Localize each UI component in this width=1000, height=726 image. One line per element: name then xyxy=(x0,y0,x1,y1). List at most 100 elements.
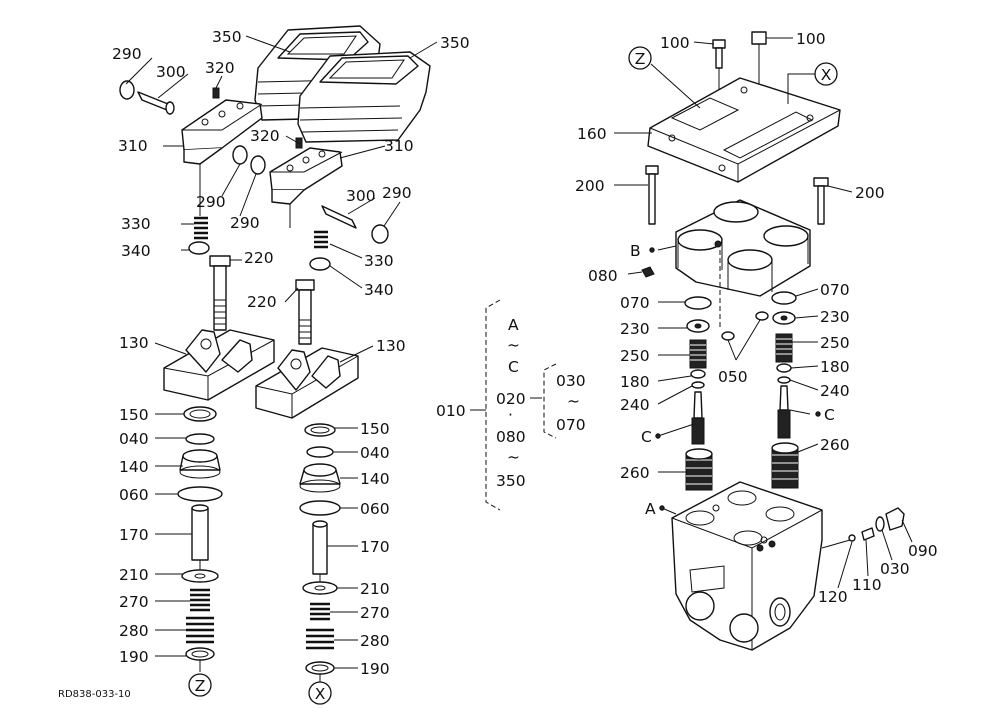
callout-270: 270 xyxy=(119,593,149,611)
key-020: 020 xyxy=(496,390,526,408)
body-B xyxy=(675,199,811,297)
bolt-220 xyxy=(295,279,315,291)
plunger-170 xyxy=(191,507,209,561)
key-range2-to: 350 xyxy=(496,472,526,490)
callout-C: C xyxy=(641,428,652,446)
callout-090: 090 xyxy=(908,542,938,560)
seat-190 xyxy=(185,647,215,661)
assembly-key-text: A ~ C 010 020 · 080 ~ 350 030 ~ 070 xyxy=(436,316,586,490)
seat-180 xyxy=(776,363,792,373)
key-range1-to: C xyxy=(508,358,519,376)
seal-150 xyxy=(304,423,336,437)
key-tilde: ~ xyxy=(567,392,580,410)
key-main: 010 xyxy=(436,402,466,420)
callout-290: 290 xyxy=(112,45,142,63)
left-assembly: Z X xyxy=(119,25,438,705)
bushing-290 xyxy=(250,155,266,175)
plug-080 xyxy=(641,266,655,278)
callout-240: 240 xyxy=(820,382,850,400)
view-z-circle xyxy=(188,673,212,697)
callout-B: B xyxy=(630,242,641,260)
spring-270 xyxy=(310,602,330,621)
spring-250 xyxy=(775,333,793,363)
callout-330: 330 xyxy=(364,252,394,270)
spool-C xyxy=(693,391,703,419)
oring-050 xyxy=(721,331,735,341)
callout-250: 250 xyxy=(620,347,650,365)
seal-150 xyxy=(183,406,217,422)
callout-100: 100 xyxy=(796,30,826,48)
bolt-200 xyxy=(645,165,659,175)
washer-240 xyxy=(691,381,705,389)
callout-230: 230 xyxy=(620,320,650,338)
plate-160 xyxy=(647,77,841,183)
seat-190 xyxy=(305,661,335,675)
callout-C: C xyxy=(824,406,835,424)
callout-210: 210 xyxy=(360,580,390,598)
spring-280 xyxy=(306,628,334,650)
key-dot: · xyxy=(508,406,513,424)
nipple-320 xyxy=(212,87,220,99)
callout-230: 230 xyxy=(820,308,850,326)
callout-340: 340 xyxy=(121,242,151,260)
callout-130: 130 xyxy=(376,337,406,355)
callout-290: 290 xyxy=(196,193,226,211)
callout-140: 140 xyxy=(119,458,149,476)
oring-070 xyxy=(771,291,797,305)
callout-310: 310 xyxy=(384,137,414,155)
nut-340 xyxy=(309,257,331,271)
callout-080: 080 xyxy=(588,267,618,285)
callout-170: 170 xyxy=(360,538,390,556)
callout-060: 060 xyxy=(119,486,149,504)
view-z-label: Z xyxy=(195,677,206,695)
oring-040 xyxy=(306,446,334,458)
assembly-key xyxy=(470,299,557,511)
spring-280 xyxy=(186,616,214,644)
callout-330: 330 xyxy=(121,215,151,233)
oring-070 xyxy=(684,296,712,310)
callout-260: 260 xyxy=(620,464,650,482)
callout-300: 300 xyxy=(346,187,376,205)
right-assembly: Z X xyxy=(614,31,913,651)
spring-330 xyxy=(314,230,328,249)
lever-block-310 xyxy=(181,99,263,165)
callout-150: 150 xyxy=(119,406,149,424)
washer-240 xyxy=(777,376,791,384)
callout-140: 140 xyxy=(360,470,390,488)
callout-290: 290 xyxy=(382,184,412,202)
plug-090 xyxy=(885,507,905,531)
callout-170: 170 xyxy=(119,526,149,544)
callout-200: 200 xyxy=(575,177,605,195)
callout-260: 260 xyxy=(820,436,850,454)
oring-050 xyxy=(755,311,769,321)
view-z-circle xyxy=(628,46,652,70)
lever-block-310 xyxy=(269,147,343,205)
callout-150: 150 xyxy=(360,420,390,438)
key-tilde: ~ xyxy=(507,448,520,466)
seat-180 xyxy=(690,369,706,379)
callout-040: 040 xyxy=(119,430,149,448)
callout-280: 280 xyxy=(119,622,149,640)
drawing-code: RD838-033-10 xyxy=(58,689,131,700)
callout-350: 350 xyxy=(212,28,242,46)
callout-190: 190 xyxy=(360,660,390,678)
bracket-130 xyxy=(255,347,359,419)
callout-A: A xyxy=(645,500,656,518)
callout-240: 240 xyxy=(620,396,650,414)
pin-300 xyxy=(321,205,357,229)
boot-350-front xyxy=(297,51,431,143)
callout-180: 180 xyxy=(620,373,650,391)
callout-130: 130 xyxy=(119,334,149,352)
key-range2-from: 080 xyxy=(496,428,526,446)
bracket-130 xyxy=(163,329,275,401)
callout-190: 190 xyxy=(119,648,149,666)
callout-070: 070 xyxy=(620,294,650,312)
callout-100: 100 xyxy=(660,34,690,52)
view-x-circle xyxy=(308,681,332,705)
callout-060: 060 xyxy=(360,500,390,518)
washer-210 xyxy=(181,569,219,583)
plunger-170 xyxy=(312,523,328,575)
callout-070: 070 xyxy=(820,281,850,299)
